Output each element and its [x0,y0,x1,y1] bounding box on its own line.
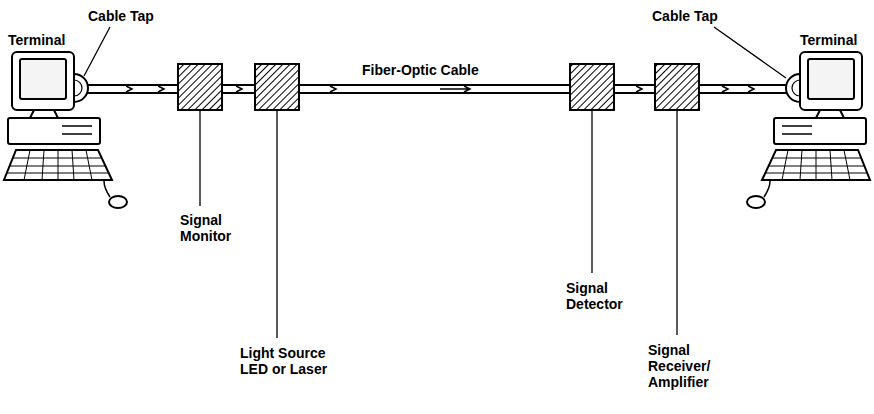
signal-arrow [126,86,132,92]
part-label: Signal Monitor [180,212,246,244]
terminal-computer [30,110,58,118]
terminal-computer [747,52,870,208]
part-label: Signal Detector [566,280,632,312]
hatched-box [570,64,614,110]
terminal-computer [4,150,112,180]
terminal-computer [74,80,82,96]
leader-line [676,110,677,335]
terminal-computer [58,150,59,180]
terminal-computer [109,196,127,208]
signal-arrow [722,86,728,92]
part-label: Light Source LED or Laser [240,345,336,377]
terminal-computer [72,150,74,180]
hatched-box [255,64,299,110]
terminal-label: Terminal [8,32,65,48]
part-label: Cable Tap [88,8,154,24]
terminal-computer [8,118,100,144]
hatched-box [178,64,222,110]
leader-line [199,110,200,206]
leader-line [84,27,786,338]
terminal-computer [74,74,88,102]
signal-arrow [158,86,164,92]
terminal-computer [7,150,108,180]
terminal-computer [20,59,66,99]
hatched-box [655,64,699,110]
hatched-box [255,64,299,110]
leader-line [84,27,110,76]
terminal-label: Terminal [800,32,857,48]
terminal-computer [104,181,110,197]
terminal-computer [62,125,92,127]
terminal-computer [24,150,30,180]
signal-arrow [748,86,754,92]
terminal-computer [4,52,127,208]
signal-arrow [236,86,242,92]
leader-line [276,110,277,338]
leader-line [714,27,786,78]
hatched-box [178,64,222,110]
part-label: Signal Receiver/ Amplifier [648,342,720,390]
signal-arrow [636,86,642,92]
leader-line [591,110,592,273]
terminal-computer [42,150,44,180]
signal-arrow [440,86,470,92]
part-label: Cable Tap [652,8,718,24]
signal-arrow [330,86,336,92]
terminal-computer [12,52,74,110]
hatched-box [570,64,614,110]
terminal-computer [86,150,92,180]
terminal-computer [62,133,92,135]
cable-label: Fiber-Optic Cable [362,62,479,78]
hatched-box [655,64,699,110]
